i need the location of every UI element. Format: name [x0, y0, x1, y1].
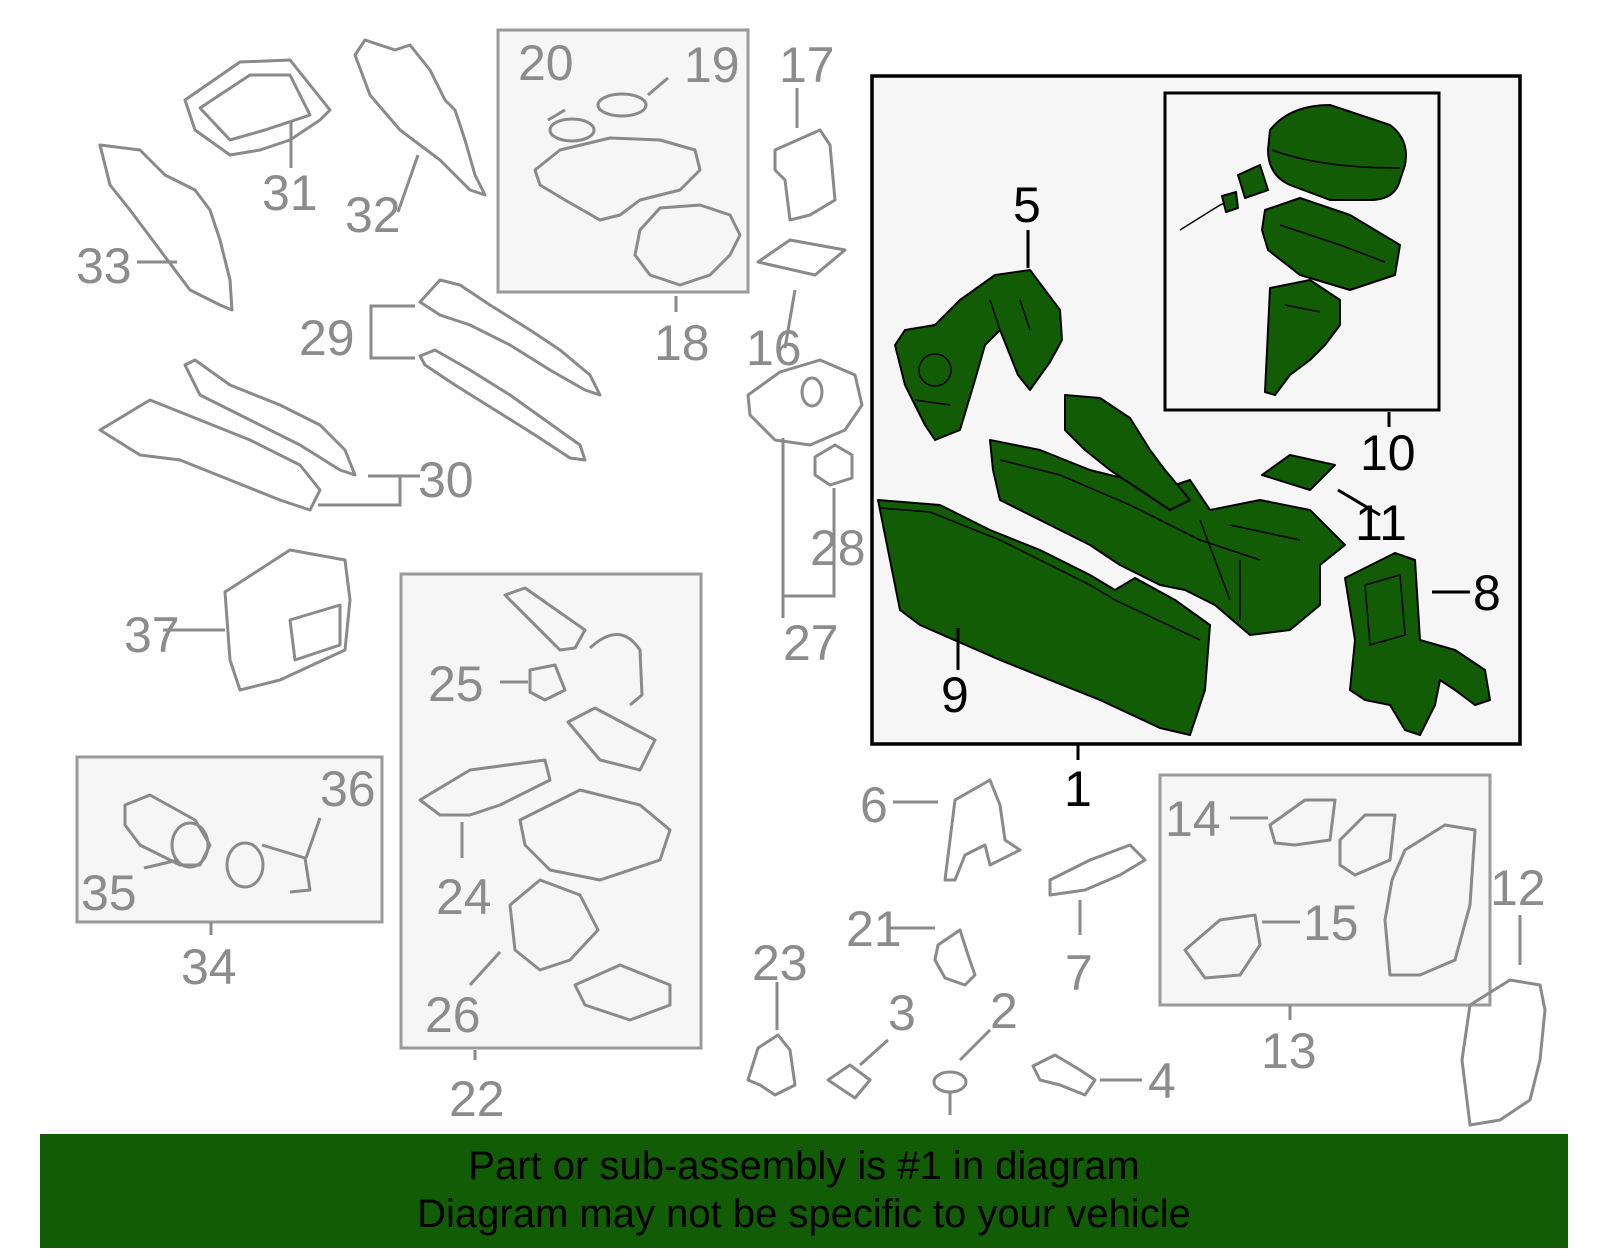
part-11-pad[interactable]	[1261, 454, 1336, 491]
callout-33: 33	[76, 238, 132, 294]
part-27-shifter-bezel[interactable]	[746, 358, 864, 447]
group-box-34	[75, 755, 384, 924]
part-center-frame[interactable]	[989, 394, 1346, 636]
callout-20: 20	[518, 35, 574, 91]
callout-17: 17	[779, 37, 835, 93]
part-12-panel[interactable]	[1460, 978, 1547, 1127]
callout-1: 1	[1064, 761, 1092, 817]
info-banner: Part or sub-assembly is #1 in diagram Di…	[40, 1134, 1568, 1248]
callout-19: 19	[684, 37, 740, 93]
part-30-trim[interactable]	[98, 358, 357, 512]
part-25-sensor[interactable]	[528, 663, 567, 702]
part-5-bracket[interactable]	[894, 269, 1063, 441]
part-2-screw[interactable]	[932, 1070, 968, 1115]
group-box-22	[399, 572, 703, 1050]
callout-11: 11	[1355, 495, 1407, 551]
callout-24: 24	[436, 869, 492, 925]
callout-26: 26	[425, 987, 481, 1043]
part-8-bracket[interactable]	[1344, 552, 1491, 736]
callout-7: 7	[1065, 945, 1093, 1001]
part-22-components[interactable]	[503, 586, 672, 1022]
callout-31: 31	[262, 165, 318, 221]
part-16-tray[interactable]	[756, 238, 847, 277]
part-10-lid-inner[interactable]	[1261, 197, 1401, 291]
callout-15: 15	[1303, 895, 1359, 951]
part-23-clip[interactable]	[746, 1033, 797, 1097]
group-box-18	[496, 28, 750, 294]
part-24-tray[interactable]	[418, 758, 552, 817]
group-box-13	[1158, 773, 1492, 1007]
callout-21: 21	[846, 901, 902, 957]
part-21-clip[interactable]	[933, 928, 977, 987]
callout-23: 23	[752, 935, 808, 991]
callout-25: 25	[428, 656, 484, 712]
callout-16: 16	[746, 320, 802, 376]
callout-36: 36	[320, 761, 376, 817]
callout-6: 6	[860, 777, 888, 833]
callout-3: 3	[888, 985, 916, 1041]
callout-12: 12	[1490, 860, 1546, 916]
part-29-trim[interactable]	[418, 278, 602, 462]
part-35-socket[interactable]	[123, 793, 212, 869]
part-13-trim-pieces[interactable]	[1183, 798, 1477, 980]
callout-34: 34	[181, 939, 237, 995]
callout-22: 22	[449, 1071, 505, 1127]
leader-lines	[137, 76, 1522, 1082]
part-10-latch[interactable]	[1179, 164, 1269, 231]
callout-13: 13	[1261, 1023, 1317, 1079]
callout-10: 10	[1360, 425, 1416, 481]
callout-4: 4	[1148, 1053, 1176, 1109]
callout-27: 27	[783, 615, 839, 671]
part-28-switch[interactable]	[813, 443, 854, 487]
banner-line-1: Part or sub-assembly is #1 in diagram	[468, 1144, 1140, 1188]
part-36-cap[interactable]	[225, 841, 312, 894]
part-17-bracket[interactable]	[773, 128, 837, 222]
callout-29: 29	[299, 310, 355, 366]
callout-32: 32	[345, 187, 401, 243]
callout-8: 8	[1473, 565, 1501, 621]
part-7-bracket[interactable]	[1048, 843, 1147, 897]
callout-labels: 1 2 3 4 5 6 7 8 9 10 11 12 13 14 15 16 1…	[76, 35, 1546, 1127]
callout-35: 35	[81, 865, 137, 921]
part-10-armrest-lid[interactable]	[1267, 104, 1407, 201]
callout-5: 5	[1013, 177, 1041, 233]
callout-18: 18	[654, 315, 710, 371]
callout-2: 2	[990, 983, 1018, 1039]
part-4-clip[interactable]	[1031, 1053, 1097, 1097]
part-31-housing[interactable]	[183, 58, 332, 157]
callout-14: 14	[1165, 791, 1221, 847]
callout-37: 37	[124, 607, 180, 663]
callout-28: 28	[810, 520, 866, 576]
callout-9: 9	[941, 667, 969, 723]
part-37-switch[interactable]	[223, 548, 352, 692]
part-6-bracket[interactable]	[943, 778, 1022, 882]
callout-30: 30	[418, 452, 474, 508]
banner-line-2: Diagram may not be specific to your vehi…	[417, 1192, 1191, 1236]
part-33-panel[interactable]	[98, 143, 234, 312]
part-9-side-panel[interactable]	[877, 499, 1211, 736]
part-18-cupholder[interactable]	[533, 92, 742, 287]
part-3-clip[interactable]	[826, 1063, 872, 1100]
part-10-hinge[interactable]	[1264, 279, 1341, 396]
part-32-panel[interactable]	[353, 38, 487, 197]
